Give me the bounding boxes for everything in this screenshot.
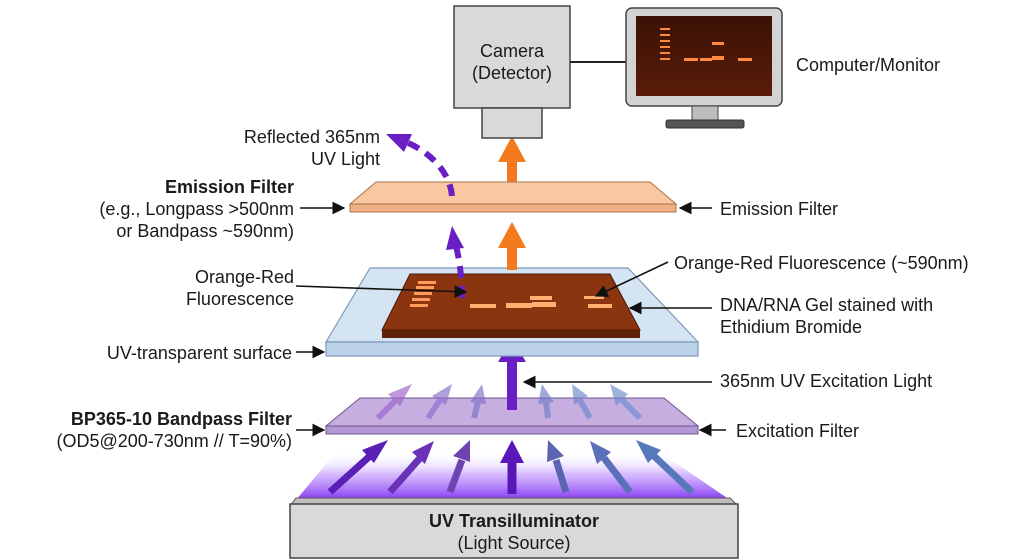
fluorescence-right-label: Orange-Red Fluorescence (~590nm): [674, 253, 969, 273]
transilluminator-title: UV Transilluminator: [428, 511, 600, 531]
gel-label-line2: Ethidium Bromide: [720, 317, 863, 337]
pointer-fluorescence-left: [295, 285, 468, 298]
emission-left-line2: or Bandpass ~590nm): [116, 221, 294, 241]
camera-lens: [481, 107, 543, 139]
reflected-label-line1: Reflected 365nm: [243, 127, 380, 147]
bandpass-spec: (OD5@200-730nm // T=90%): [56, 431, 292, 451]
monitor-label: Computer/Monitor: [796, 55, 941, 75]
gel-ladder: [410, 281, 436, 307]
gel-label-line1: DNA/RNA Gel stained with: [720, 295, 934, 315]
excitation-filter-label: Excitation Filter: [736, 421, 860, 441]
fluorescence-left-line1: Orange-Red: [194, 267, 294, 287]
camera-label-line2: (Detector): [471, 63, 552, 83]
monitor-neck: [691, 105, 719, 121]
transilluminator-body: [289, 503, 739, 559]
excitation-light-label: 365nm UV Excitation Light: [720, 371, 933, 391]
emission-left-line1: (e.g., Longpass >500nm: [99, 199, 294, 219]
camera-body: [453, 5, 571, 109]
gel: [381, 273, 641, 338]
monitor-screen: [636, 16, 772, 96]
excitation-arrows-lower: [327, 440, 695, 495]
emission-filter: [348, 181, 678, 213]
emission-right-label: Emission Filter: [720, 199, 839, 219]
monitor-gel-image: [660, 28, 752, 61]
pointer-fluorescence-right: [594, 261, 669, 297]
camera: [453, 5, 571, 139]
camera-label-line1: Camera: [479, 41, 545, 61]
excitation-arrows-upper: [375, 384, 643, 421]
reflected-label-line2: UV Light: [310, 149, 380, 169]
bandpass-title: BP365-10 Bandpass Filter: [70, 409, 292, 429]
computer-monitor: [625, 7, 783, 129]
pointer-lines: [295, 201, 726, 437]
monitor-stand: [665, 119, 745, 129]
surface-label: UV-transparent surface: [106, 343, 292, 363]
gel-bands: [470, 296, 612, 308]
excitation-filter: [324, 397, 700, 435]
excitation-filter-edge: [325, 425, 699, 435]
fluorescence-left-line2: Fluorescence: [185, 289, 294, 309]
transilluminator-subtitle: (Light Source): [457, 533, 571, 553]
emission-left-title: Emission Filter: [164, 177, 294, 197]
